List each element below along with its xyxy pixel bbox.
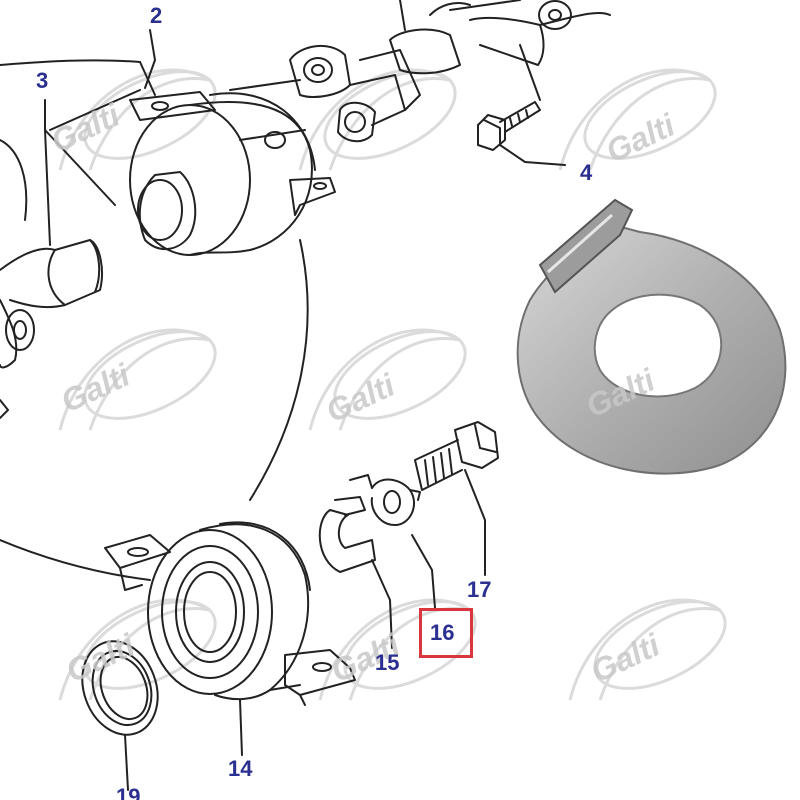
callout-14: 14	[228, 756, 253, 781]
leader-line-4	[499, 144, 566, 166]
leader-line-16	[411, 534, 436, 609]
callout-4: 4	[580, 160, 593, 185]
center-bearing-upper	[129, 79, 336, 256]
callout-3: 3	[36, 68, 49, 93]
watermark-logo	[298, 68, 457, 171]
callout-19: 19	[116, 784, 141, 800]
callout-2: 2	[150, 3, 163, 28]
leader-line-14	[239, 699, 243, 756]
leader-line-3	[49, 89, 141, 131]
watermark-logo	[308, 328, 467, 431]
watermark-logo	[58, 328, 217, 431]
watermark-logo	[568, 598, 727, 701]
bolt-17	[414, 421, 499, 491]
tab-washer-photo	[516, 198, 787, 475]
seal-ring-19	[81, 640, 159, 736]
center-bearing-lower	[104, 521, 356, 706]
callout-16: 16	[430, 620, 455, 645]
leader-line-2	[144, 29, 156, 89]
leader-line-19	[124, 734, 129, 791]
frame-outline	[0, 139, 28, 221]
callout-15: 15	[375, 650, 400, 675]
lock-washer-16	[349, 474, 421, 526]
callout-17: 17	[467, 577, 492, 602]
u-joint-left	[0, 239, 103, 419]
leader-line-15	[371, 559, 393, 649]
u-joint-upper	[289, 0, 611, 143]
watermark-logo	[58, 598, 217, 701]
watermark-logo	[558, 68, 717, 171]
line-art	[0, 0, 611, 791]
bolt-4	[477, 101, 541, 151]
frame-outline	[0, 539, 151, 581]
leader-line-3	[44, 129, 51, 246]
frame-outline	[0, 59, 141, 66]
clip-15	[318, 496, 376, 573]
callout-16-highlight	[419, 608, 473, 658]
frame-outline	[399, 0, 406, 31]
leader-line-17	[464, 469, 486, 576]
frame-outline	[249, 239, 309, 501]
